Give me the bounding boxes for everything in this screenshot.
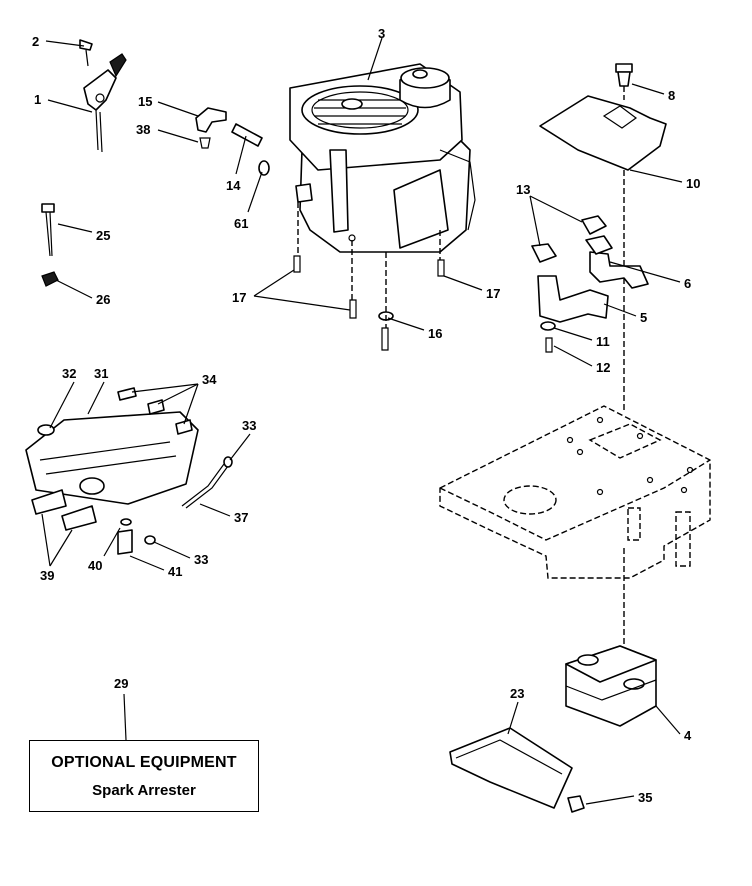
leader-lines [41, 37, 683, 805]
callout-10: 10 [686, 176, 700, 191]
callout-34: 34 [202, 372, 217, 387]
callout-12: 12 [596, 360, 610, 375]
callout-4: 4 [684, 728, 692, 743]
callout-35: 35 [638, 790, 652, 805]
callout-32: 32 [62, 366, 76, 381]
callout-1: 1 [34, 92, 41, 107]
callout-11: 11 [596, 334, 610, 349]
callout-40: 40 [88, 558, 102, 573]
callout-17-left: 17 [232, 290, 246, 305]
callout-5: 5 [640, 310, 647, 325]
callout-2: 2 [32, 34, 39, 49]
spark-arrester-parts [25, 387, 233, 555]
callout-31: 31 [94, 366, 108, 381]
optional-equipment-title: OPTIONAL EQUIPMENT [51, 753, 237, 771]
heat-shield-part [539, 63, 667, 171]
callout-14: 14 [226, 178, 241, 193]
fitting-parts [195, 107, 270, 176]
callout-15: 15 [138, 94, 152, 109]
callout-37: 37 [234, 510, 248, 525]
callout-23: 23 [510, 686, 524, 701]
callout-labels: 1 2 3 15 38 14 61 25 26 17 17 16 8 10 13… [32, 26, 700, 805]
callout-39: 39 [40, 568, 54, 583]
callout-6: 6 [684, 276, 691, 291]
callout-16: 16 [428, 326, 442, 341]
throttle-control-part [79, 39, 127, 153]
callout-26: 26 [96, 292, 110, 307]
callout-61: 61 [234, 216, 248, 231]
callout-25: 25 [96, 228, 110, 243]
optional-equipment-subtitle: Spark Arrester [92, 781, 196, 799]
callout-38: 38 [136, 122, 150, 137]
exhaust-parts [531, 215, 649, 353]
callout-33-top: 33 [242, 418, 256, 433]
frame-part [439, 405, 711, 579]
callout-29: 29 [114, 676, 128, 691]
muffler-shield-part [449, 727, 585, 813]
callout-13: 13 [516, 182, 530, 197]
engine-part [289, 63, 476, 253]
callout-3: 3 [378, 26, 385, 41]
callout-41: 41 [168, 564, 182, 579]
optional-equipment-box: OPTIONAL EQUIPMENT Spark Arrester [29, 740, 259, 812]
muffler-part [565, 645, 657, 727]
callout-33-bottom: 33 [194, 552, 208, 567]
callout-17-right: 17 [486, 286, 500, 301]
callout-8: 8 [668, 88, 675, 103]
